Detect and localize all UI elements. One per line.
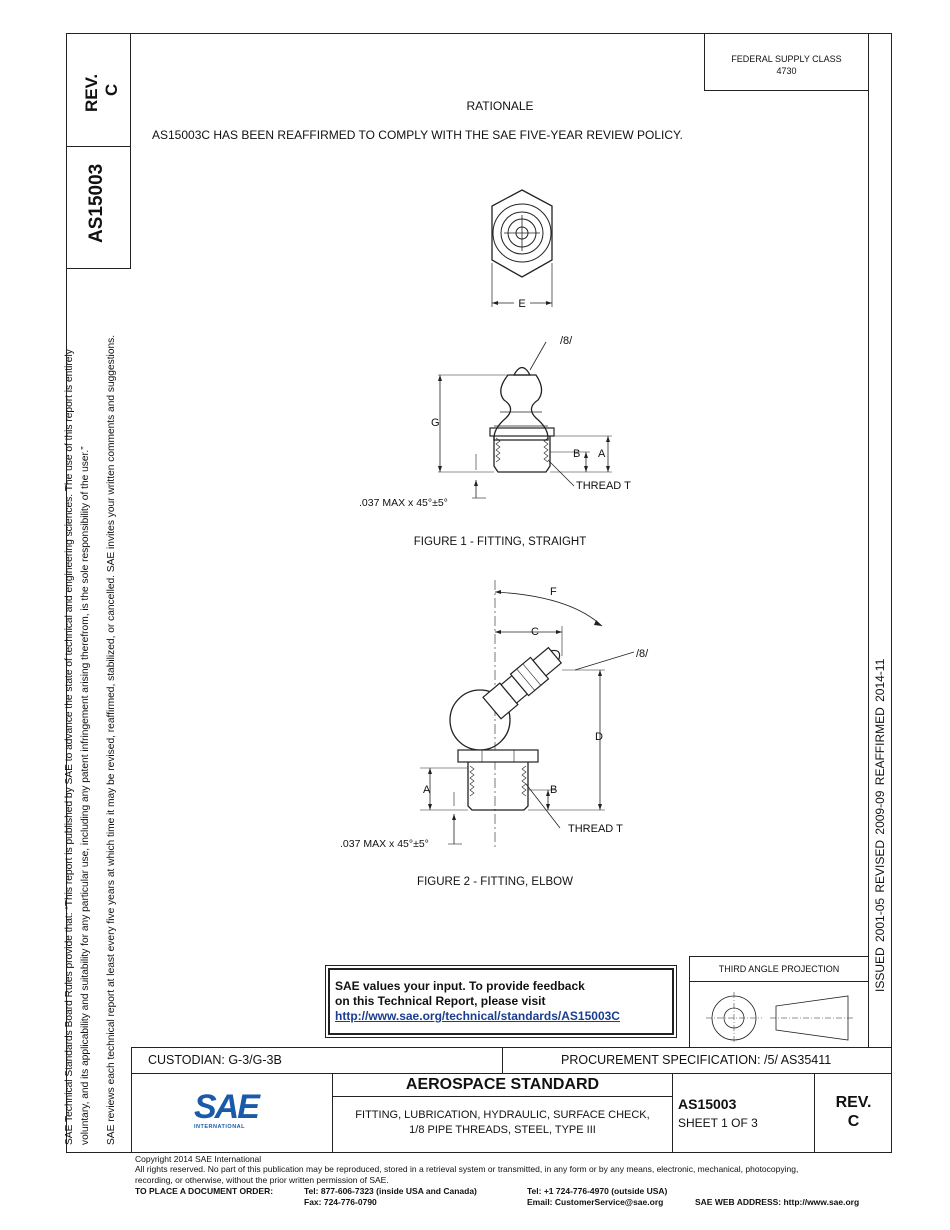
dim-e-label: E	[514, 298, 530, 310]
footer-copyright: Copyright 2014 SAE International	[135, 1154, 262, 1164]
fig1-finish-label: /8/	[560, 335, 573, 347]
feedback-line-2: on this Technical Report, please visit	[335, 994, 546, 1008]
fig1-dim-a-label: A	[598, 448, 606, 460]
fig2-thread-label: THREAD T	[568, 823, 623, 835]
projection-symbol	[706, 992, 854, 1044]
footer-rights-2: recording, or otherwise, without the pri…	[135, 1175, 389, 1185]
figure2-caption: FIGURE 2 - FITTING, ELBOW	[417, 876, 573, 888]
footer-tel-outside: Tel: +1 724-776-4970 (outside USA)	[527, 1186, 668, 1196]
aerospace-standard-title: AEROSPACE STANDARD	[405, 1076, 600, 1093]
fig1-dim-g-label: G	[431, 417, 440, 429]
hex-ring-2	[500, 211, 544, 255]
fig2-dim-f-label: F	[550, 586, 557, 598]
sae-logo: SAE INTERNATIONAL	[194, 1090, 264, 1130]
footer-tel-usa: Tel: 877-606-7323 (inside USA and Canada…	[304, 1186, 477, 1196]
left-rev-label: REV.	[82, 73, 101, 112]
sheet-number: SHEET 1 OF 3	[678, 1116, 758, 1130]
rationale-title: RATIONALE	[466, 99, 534, 113]
footer-rights-1: All rights reserved. No part of this pub…	[135, 1164, 799, 1174]
fsc-label: FEDERAL SUPPLY CLASS	[731, 54, 842, 64]
procurement-text: PROCUREMENT SPECIFICATION: /5/ AS35411	[561, 1053, 832, 1067]
figure1-top-view	[491, 189, 553, 307]
title-rev-value: C	[847, 1113, 860, 1130]
projection-label: THIRD ANGLE PROJECTION	[718, 964, 840, 974]
fig2-dim-d-label: D	[595, 731, 603, 743]
footer-fax: Fax: 724-776-0790	[304, 1197, 377, 1207]
footer-order-label: TO PLACE A DOCUMENT ORDER:	[135, 1186, 274, 1196]
fig2-dim-a-label: A	[423, 784, 431, 796]
hex-outline	[491, 189, 553, 278]
docnum-cell	[672, 1073, 815, 1153]
projection-label-cell	[689, 956, 869, 982]
fig1-dim-b-label: B	[573, 448, 581, 460]
fig2-chamfer-label: .037 MAX x 45°±5°	[340, 838, 429, 850]
fig2-dim-b-label: B	[550, 784, 558, 796]
custodian-text: CUSTODIAN: G-3/G-3B	[148, 1053, 282, 1067]
fig2-dim-c-label: C	[531, 626, 539, 638]
fsc-value: 4730	[776, 66, 797, 76]
title-doc-number: AS15003	[678, 1096, 737, 1112]
description-line-1: FITTING, LUBRICATION, HYDRAULIC, SURFACE…	[355, 1109, 650, 1121]
left-doc-number: AS15003	[86, 163, 107, 243]
left-docnum-box	[66, 146, 131, 269]
notice-line-2: voluntary, and its applicability and sui…	[80, 446, 91, 1145]
feedback-box	[325, 965, 677, 1038]
footer-email: Email: CustomerService@sae.org	[527, 1197, 664, 1207]
figure1-caption: FIGURE 1 - FITTING, STRAIGHT	[413, 536, 587, 548]
footer-web: SAE WEB ADDRESS: http://www.sae.org	[695, 1197, 860, 1207]
fig1-chamfer-label: .037 MAX x 45°±5°	[359, 497, 448, 509]
figure1-side-view	[438, 341, 612, 499]
fig1-thread-label: THREAD T	[576, 480, 631, 492]
revision-history: ISSUED 2001-05 REVISED 2009-09 REAFFIRME…	[873, 658, 887, 992]
feedback-line-1: SAE values your input. To provide feedba…	[335, 979, 585, 993]
sae-logo-text: SAE	[194, 1088, 260, 1126]
fsc-box	[704, 33, 869, 91]
left-rev-value: C	[102, 83, 121, 96]
feedback-link[interactable]: http://www.sae.org/technical/standards/A…	[335, 1009, 620, 1023]
figure2-elbow-view	[420, 580, 635, 850]
title-rev-label: REV.	[835, 1094, 872, 1111]
hex-ring-outer	[492, 203, 552, 263]
sae-logo-subtext: INTERNATIONAL	[194, 1124, 246, 1130]
notice-line-1: SAE Technical Standards Board Rules prov…	[64, 349, 75, 1145]
notice-line-3: SAE reviews each technical report at lea…	[106, 334, 117, 1145]
rationale-text: AS15003C HAS BEEN REAFFIRMED TO COMPLY W…	[152, 128, 683, 142]
fig2-finish-label: /8/	[636, 648, 649, 660]
description-line-2: 1/8 PIPE THREADS, STEEL, TYPE III	[409, 1124, 596, 1136]
fitting-body	[493, 374, 549, 441]
